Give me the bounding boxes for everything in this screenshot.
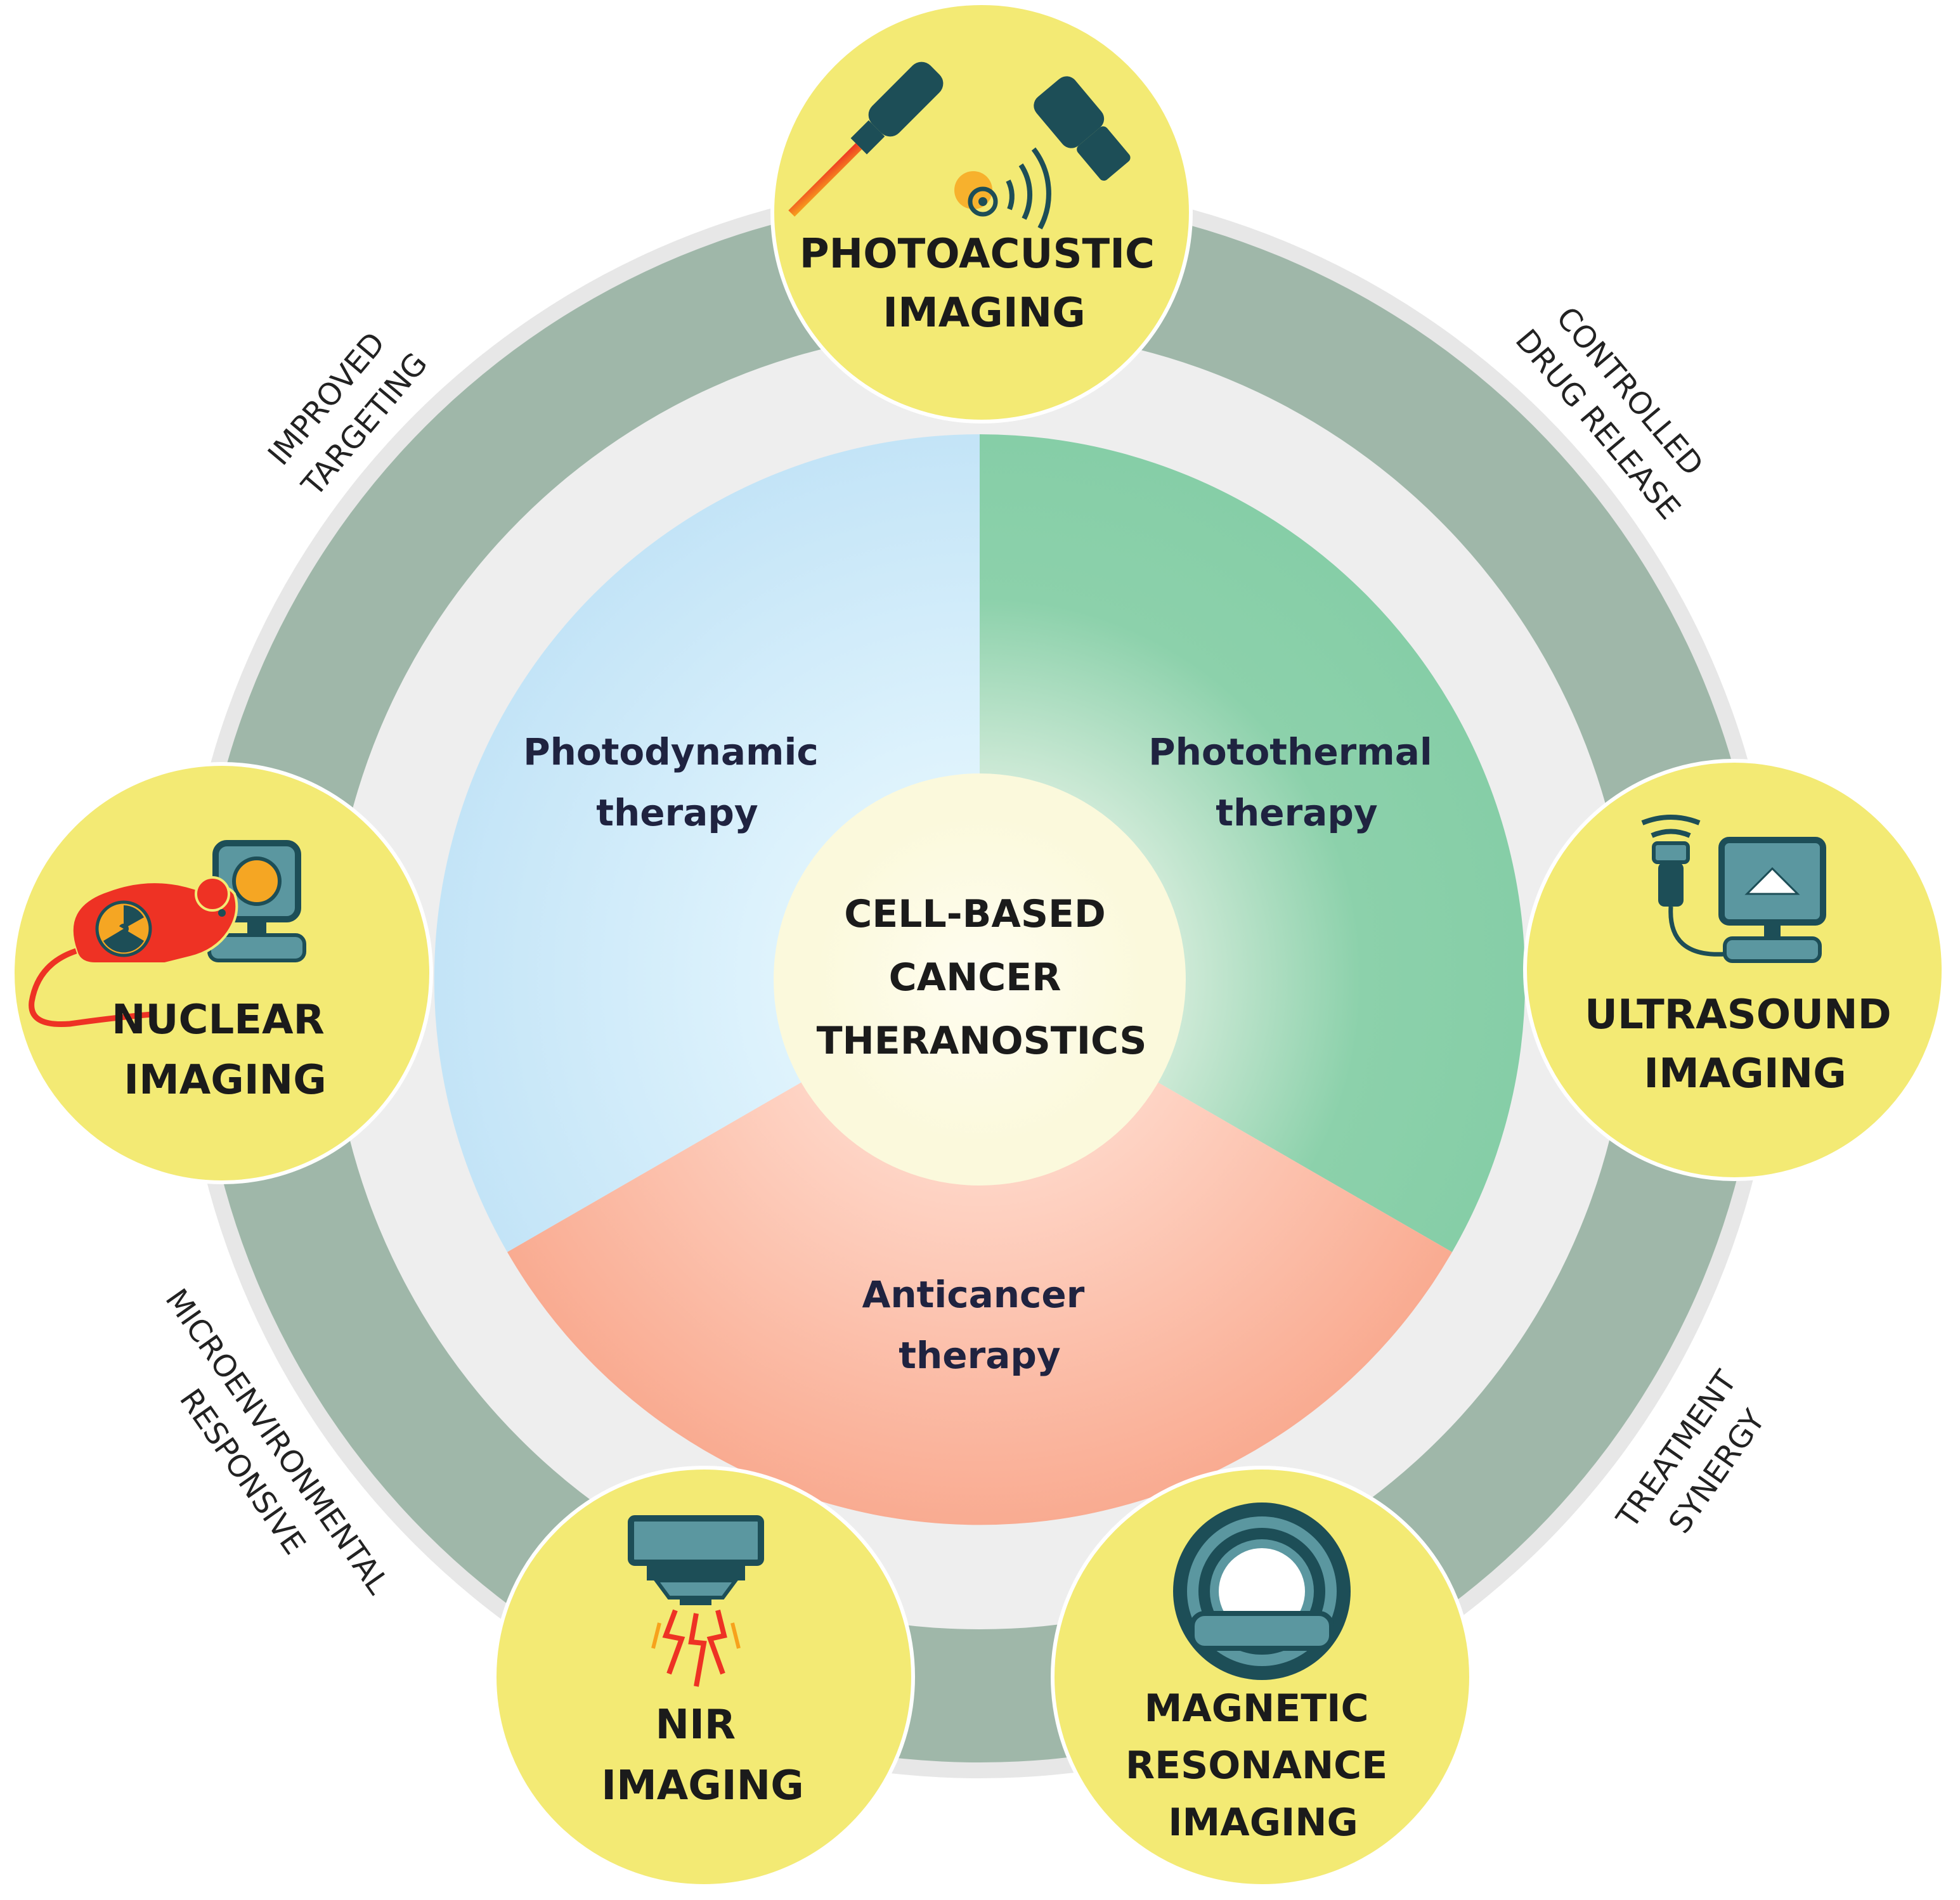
nuclear-bubble: NUCLEAR IMAGING bbox=[11, 762, 433, 1184]
photodynamic-label: Photodynamic therapy bbox=[523, 730, 831, 834]
center-line-1: CELL-BASED bbox=[844, 892, 1106, 936]
nir-bubble: NIR IMAGING bbox=[493, 1466, 915, 1888]
mri-scanner-icon bbox=[1173, 1503, 1351, 1680]
mri-line-3: IMAGING bbox=[1168, 1800, 1358, 1845]
photothermal-line-1: Photothermal bbox=[1148, 730, 1432, 773]
photodynamic-line-1: Photodynamic bbox=[523, 730, 819, 773]
center-line-2: CANCER bbox=[889, 955, 1061, 1000]
nuclear-line-1: NUCLEAR bbox=[112, 997, 325, 1044]
center-title: CELL-BASED CANCER THERANOSTICS bbox=[817, 892, 1147, 1063]
ultrasound-icon bbox=[1641, 815, 1826, 963]
mri-line-1: MAGNETIC bbox=[1145, 1686, 1369, 1731]
mouse-radiation-icon bbox=[29, 840, 306, 1028]
nuclear-line-2: IMAGING bbox=[124, 1057, 326, 1104]
ultrasound-label: ULTRASOUND IMAGING bbox=[1585, 992, 1905, 1097]
photothermal-label: Photothermal therapy bbox=[1148, 730, 1445, 834]
sector-anticancer bbox=[507, 979, 1452, 1525]
photoacoustic-line-2: IMAGING bbox=[883, 290, 1085, 337]
photoacoustic-icon bbox=[788, 61, 1131, 229]
ultrasound-line-1: ULTRASOUND bbox=[1585, 992, 1892, 1038]
ultrasound-circle bbox=[1523, 759, 1945, 1181]
photoacoustic-bubble: PHOTOACUSTIC IMAGING bbox=[770, 1, 1193, 423]
nir-circle bbox=[493, 1466, 915, 1888]
photoacoustic-line-1: PHOTOACUSTIC bbox=[800, 231, 1155, 278]
nuclear-label: NUCLEAR IMAGING bbox=[112, 997, 339, 1104]
center-line-3: THERANOSTICS bbox=[817, 1019, 1147, 1063]
nir-line-2: IMAGING bbox=[601, 1762, 803, 1809]
nir-line-1: NIR bbox=[656, 1702, 736, 1748]
mri-label: MAGNETIC RESONANCE IMAGING bbox=[1126, 1686, 1401, 1845]
photodynamic-line-2: therapy bbox=[596, 791, 758, 834]
anticancer-label: Anticancer therapy bbox=[862, 1273, 1097, 1377]
mri-bubble: MAGNETIC RESONANCE IMAGING bbox=[1051, 1466, 1473, 1888]
ultrasound-line-2: IMAGING bbox=[1644, 1050, 1846, 1097]
photothermal-line-2: therapy bbox=[1216, 791, 1377, 834]
anticancer-line-2: therapy bbox=[899, 1334, 1060, 1377]
ultrasound-bubble: ULTRASOUND IMAGING bbox=[1523, 759, 1945, 1181]
nir-label: NIR IMAGING bbox=[601, 1702, 803, 1809]
nuclear-circle bbox=[11, 762, 433, 1184]
anticancer-line-1: Anticancer bbox=[862, 1273, 1084, 1316]
center-circle bbox=[774, 773, 1186, 1186]
nir-camera-icon bbox=[628, 1515, 764, 1687]
mri-line-2: RESONANCE bbox=[1126, 1743, 1387, 1788]
photoacoustic-label: PHOTOACUSTIC IMAGING bbox=[800, 231, 1169, 337]
